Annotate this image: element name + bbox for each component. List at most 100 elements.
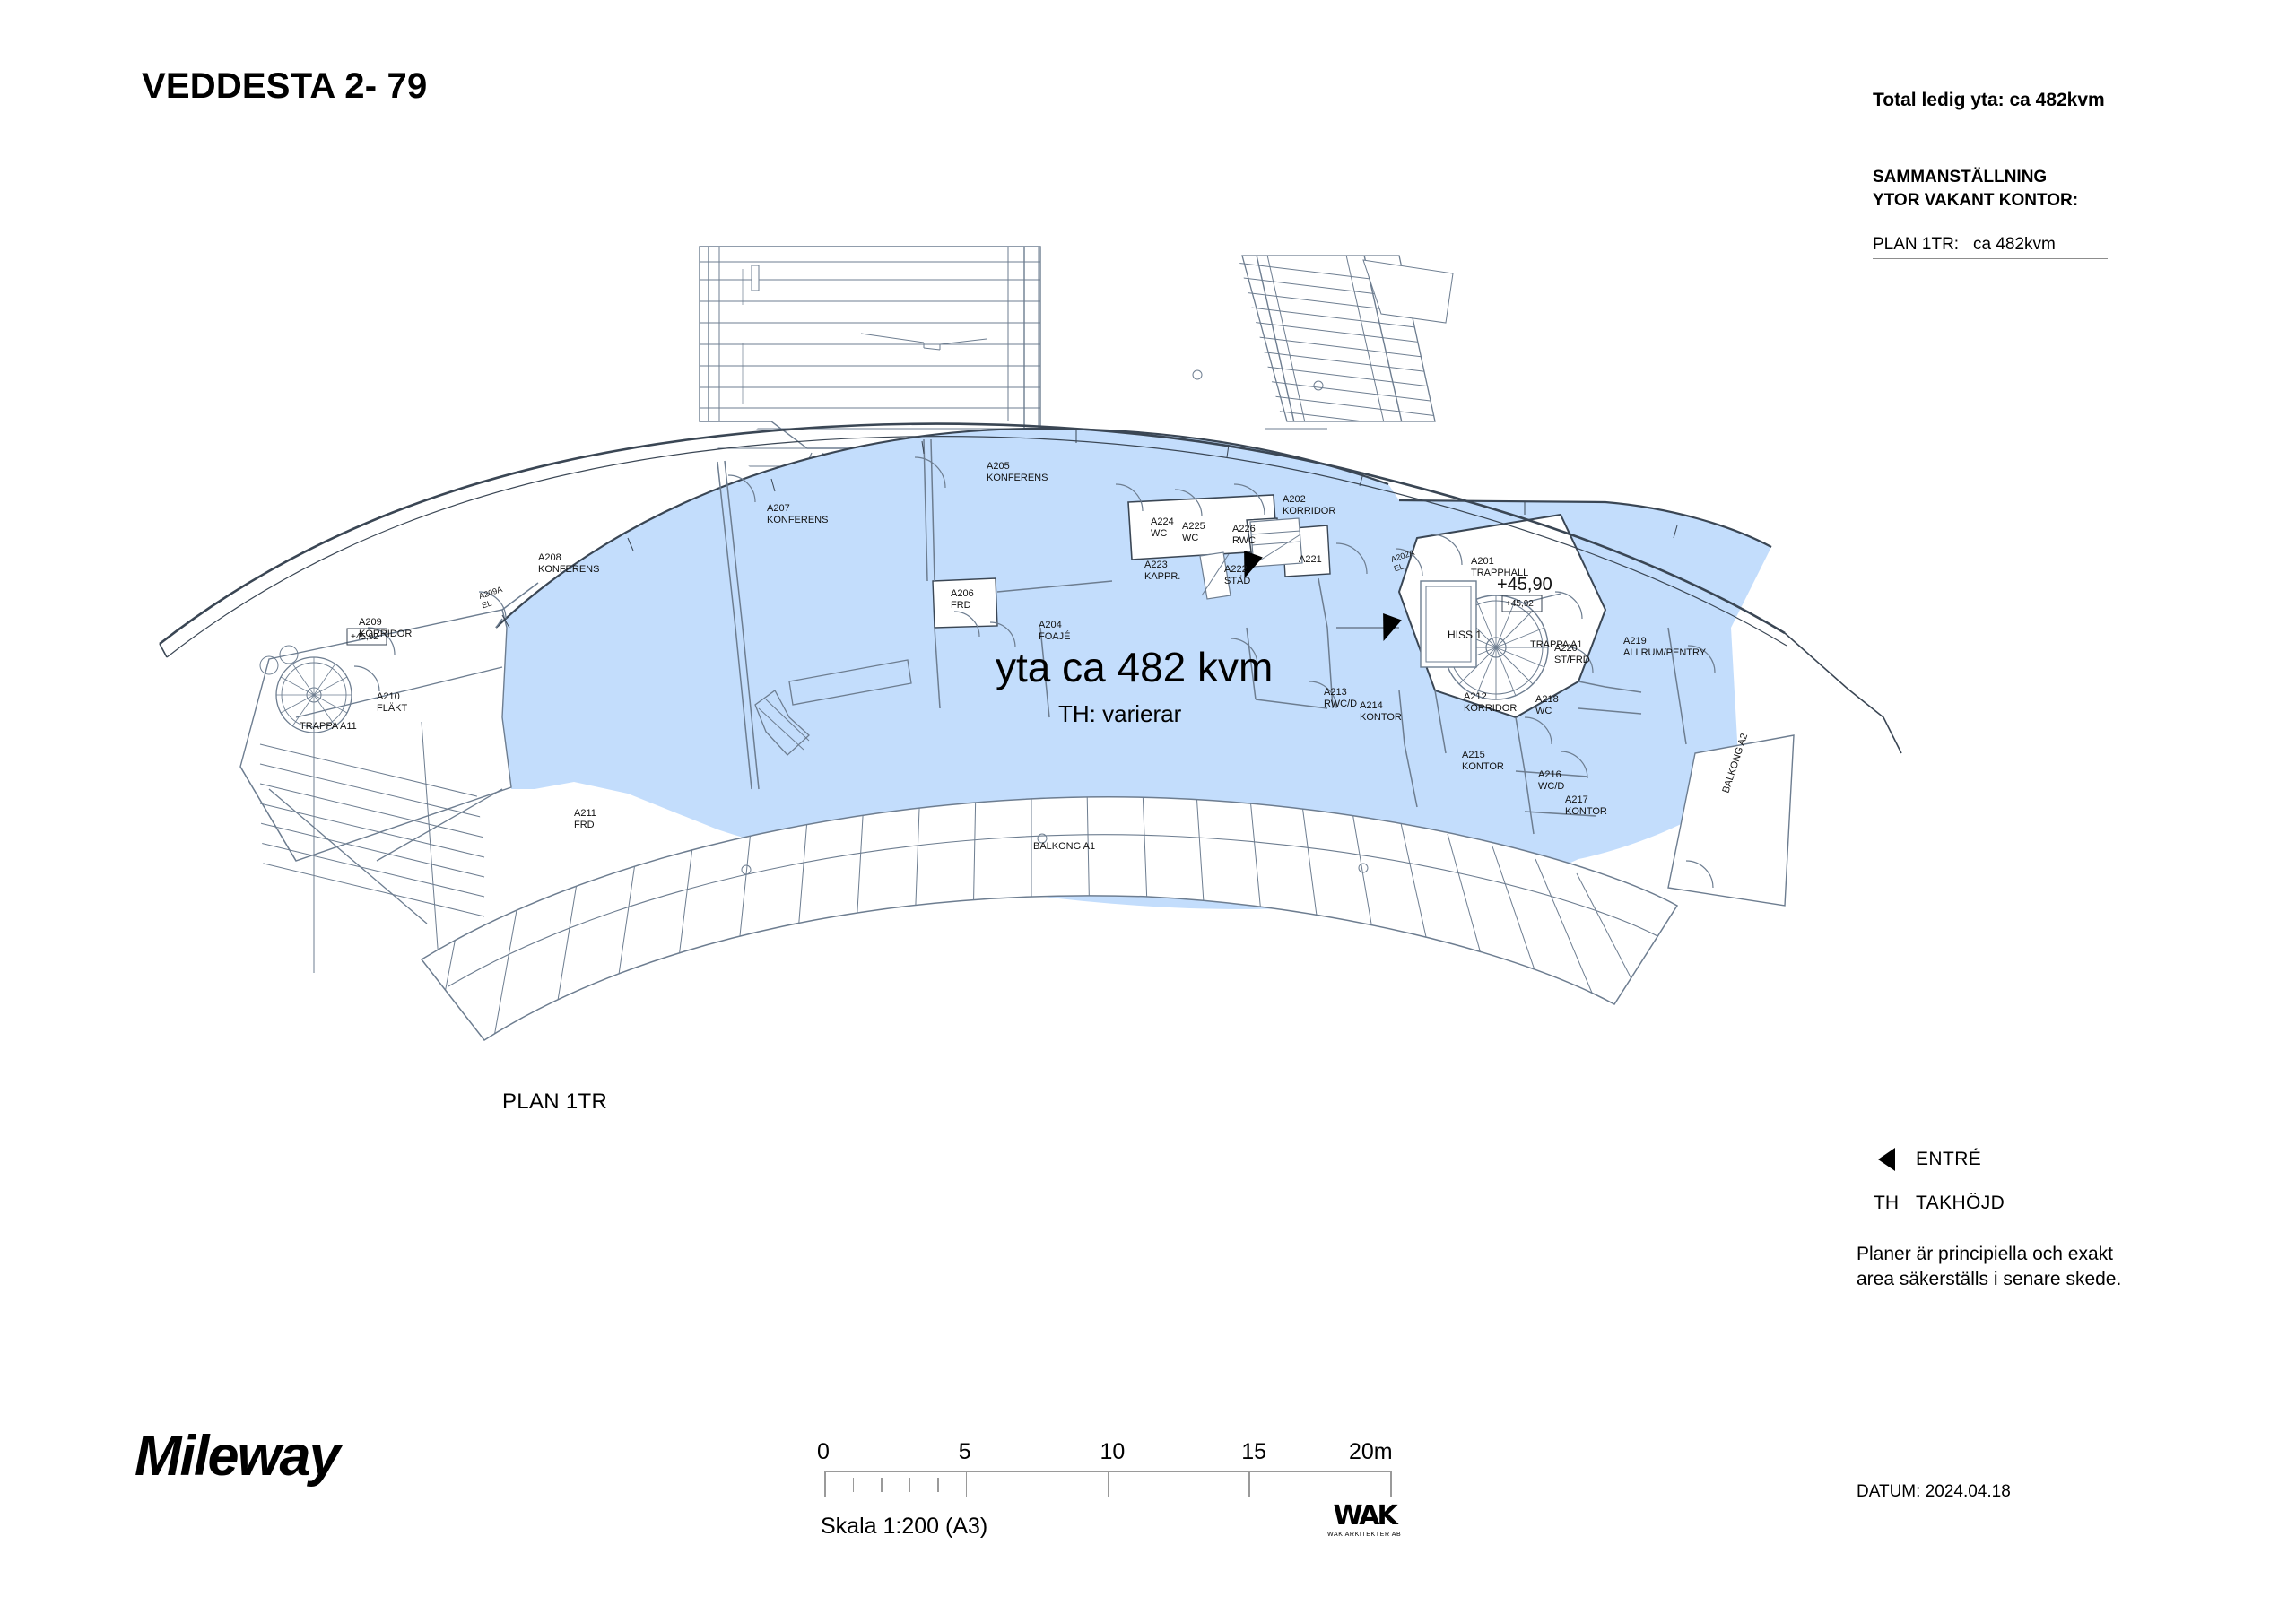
wak-architect-logo: WAK WAK ARKITEKTER AB <box>1327 1500 1401 1539</box>
scale-minor-tick <box>937 1478 939 1492</box>
room-name: WC <box>1535 706 1552 716</box>
facade-window-ticks <box>501 430 1678 629</box>
room-id: A211 <box>574 808 596 819</box>
spiral-stair-a1 <box>1420 580 1561 700</box>
room-name: FLÄKT <box>377 703 408 714</box>
room-id: A223 <box>1144 560 1168 570</box>
room-name: ALLRUM/PENTRY <box>1623 647 1707 658</box>
room-id: A212 <box>1464 691 1487 702</box>
room-id: A205 <box>987 461 1010 472</box>
scale-tick-label: 15 <box>1241 1439 1267 1464</box>
summary-heading: SAMMANSTÄLLNING YTOR VAKANT KONTOR: <box>1873 166 2078 212</box>
room-id: A209 <box>359 617 382 628</box>
level-marker-text: +45,90 <box>1497 575 1552 595</box>
summary-plan-row: PLAN 1TR: ca 482kvm <box>1873 235 2108 259</box>
summary-line-1: SAMMANSTÄLLNING <box>1873 168 2048 187</box>
level-marker-text: +45,92 <box>351 632 378 642</box>
level-marker-box <box>1501 595 1543 612</box>
wak-mark: WAK <box>1333 1500 1398 1532</box>
scale-tick <box>1107 1471 1109 1497</box>
scale-tick <box>824 1471 826 1497</box>
room-name: EL <box>481 598 493 610</box>
summary-line-2: YTOR VAKANT KONTOR: <box>1873 190 2079 210</box>
rwc-fixture <box>1249 517 1303 568</box>
scale-minor-tick <box>909 1478 911 1492</box>
scale-minor-tick <box>881 1478 883 1492</box>
disclaimer-line-1: Planer är principiella och exakt <box>1857 1244 2113 1264</box>
scale-caption: Skala 1:200 (A3) <box>821 1514 988 1539</box>
room-id: A213 <box>1324 687 1347 698</box>
room-name: KONTOR <box>1360 712 1402 723</box>
room-id: A216 <box>1538 769 1561 780</box>
level-marker: +45,92 <box>346 628 387 646</box>
level-marker-box <box>346 628 387 646</box>
spiral-stair-a11 <box>239 645 485 973</box>
scale-minor-tick <box>852 1478 855 1492</box>
room-name: KONFERENS <box>767 515 828 525</box>
ceiling-height-callout: TH: varierar <box>1058 700 1182 727</box>
room-id: A209A <box>478 585 504 601</box>
plan-annotation: TRAPPA A1 <box>1530 639 1583 650</box>
legend-entry-row: ENTRÉ <box>1857 1148 2233 1171</box>
mileway-logo: Mileway <box>135 1425 341 1488</box>
room-id: A224 <box>1151 516 1174 527</box>
legend: ENTRÉ TH TAKHÖJD <box>1857 1148 2233 1236</box>
level-marker: +45,92 <box>1501 595 1543 612</box>
room-name: KAPPR. <box>1144 571 1180 582</box>
scale-tick-label: 5 <box>958 1439 971 1464</box>
legend-th-row: TH TAKHÖJD <box>1857 1193 2233 1214</box>
room-id: A215 <box>1462 750 1485 760</box>
room-id: A219 <box>1623 636 1647 647</box>
room-id: A225 <box>1182 521 1205 532</box>
room-name: WC <box>1182 533 1198 543</box>
scale-tick-label: 0 <box>817 1439 830 1464</box>
level-marker-text: +45,92 <box>1506 599 1534 609</box>
legend-th-abbr: TH <box>1874 1193 1899 1213</box>
disclaimer-note: Planer är principiella och exakt area sä… <box>1857 1242 2233 1293</box>
stad-room-hatch <box>1199 551 1231 600</box>
interior-partitions <box>495 438 1687 835</box>
room-name: RWC/D <box>1324 699 1357 709</box>
legend-th-label: TAKHÖJD <box>1916 1193 2005 1213</box>
foyer-detail <box>754 659 912 756</box>
room-id: A202 <box>1283 494 1306 505</box>
room-id: A214 <box>1360 700 1383 711</box>
building-outer-walls <box>159 422 1902 754</box>
level-marker: +45,90 <box>1497 575 1552 595</box>
scale-tick <box>1390 1471 1392 1497</box>
entrance-markers <box>1244 551 1402 642</box>
scale-minor-tick <box>838 1478 840 1492</box>
room-name: WC/D <box>1538 781 1564 792</box>
plan-caption: PLAN 1TR <box>502 1089 608 1114</box>
room-id: A204 <box>1039 620 1062 630</box>
entrance-triangle-icon <box>1857 1148 1916 1171</box>
scale-tick <box>965 1471 968 1497</box>
room-labels: A201TRAPPHALLA202KORRIDORA202AELA204FOAJ… <box>359 461 1707 830</box>
plan-annotation: HISS 1 <box>1448 629 1482 641</box>
room-name: KONTOR <box>1565 806 1607 817</box>
room-id: A207 <box>767 503 790 514</box>
level-markers: +45,90 +45,92 +45,92 <box>346 575 1552 646</box>
plan-annotation: TRAPPA A11 <box>300 721 357 732</box>
room-id: A222 <box>1224 564 1248 575</box>
document-date: DATUM: 2024.04.18 <box>1857 1482 2011 1501</box>
